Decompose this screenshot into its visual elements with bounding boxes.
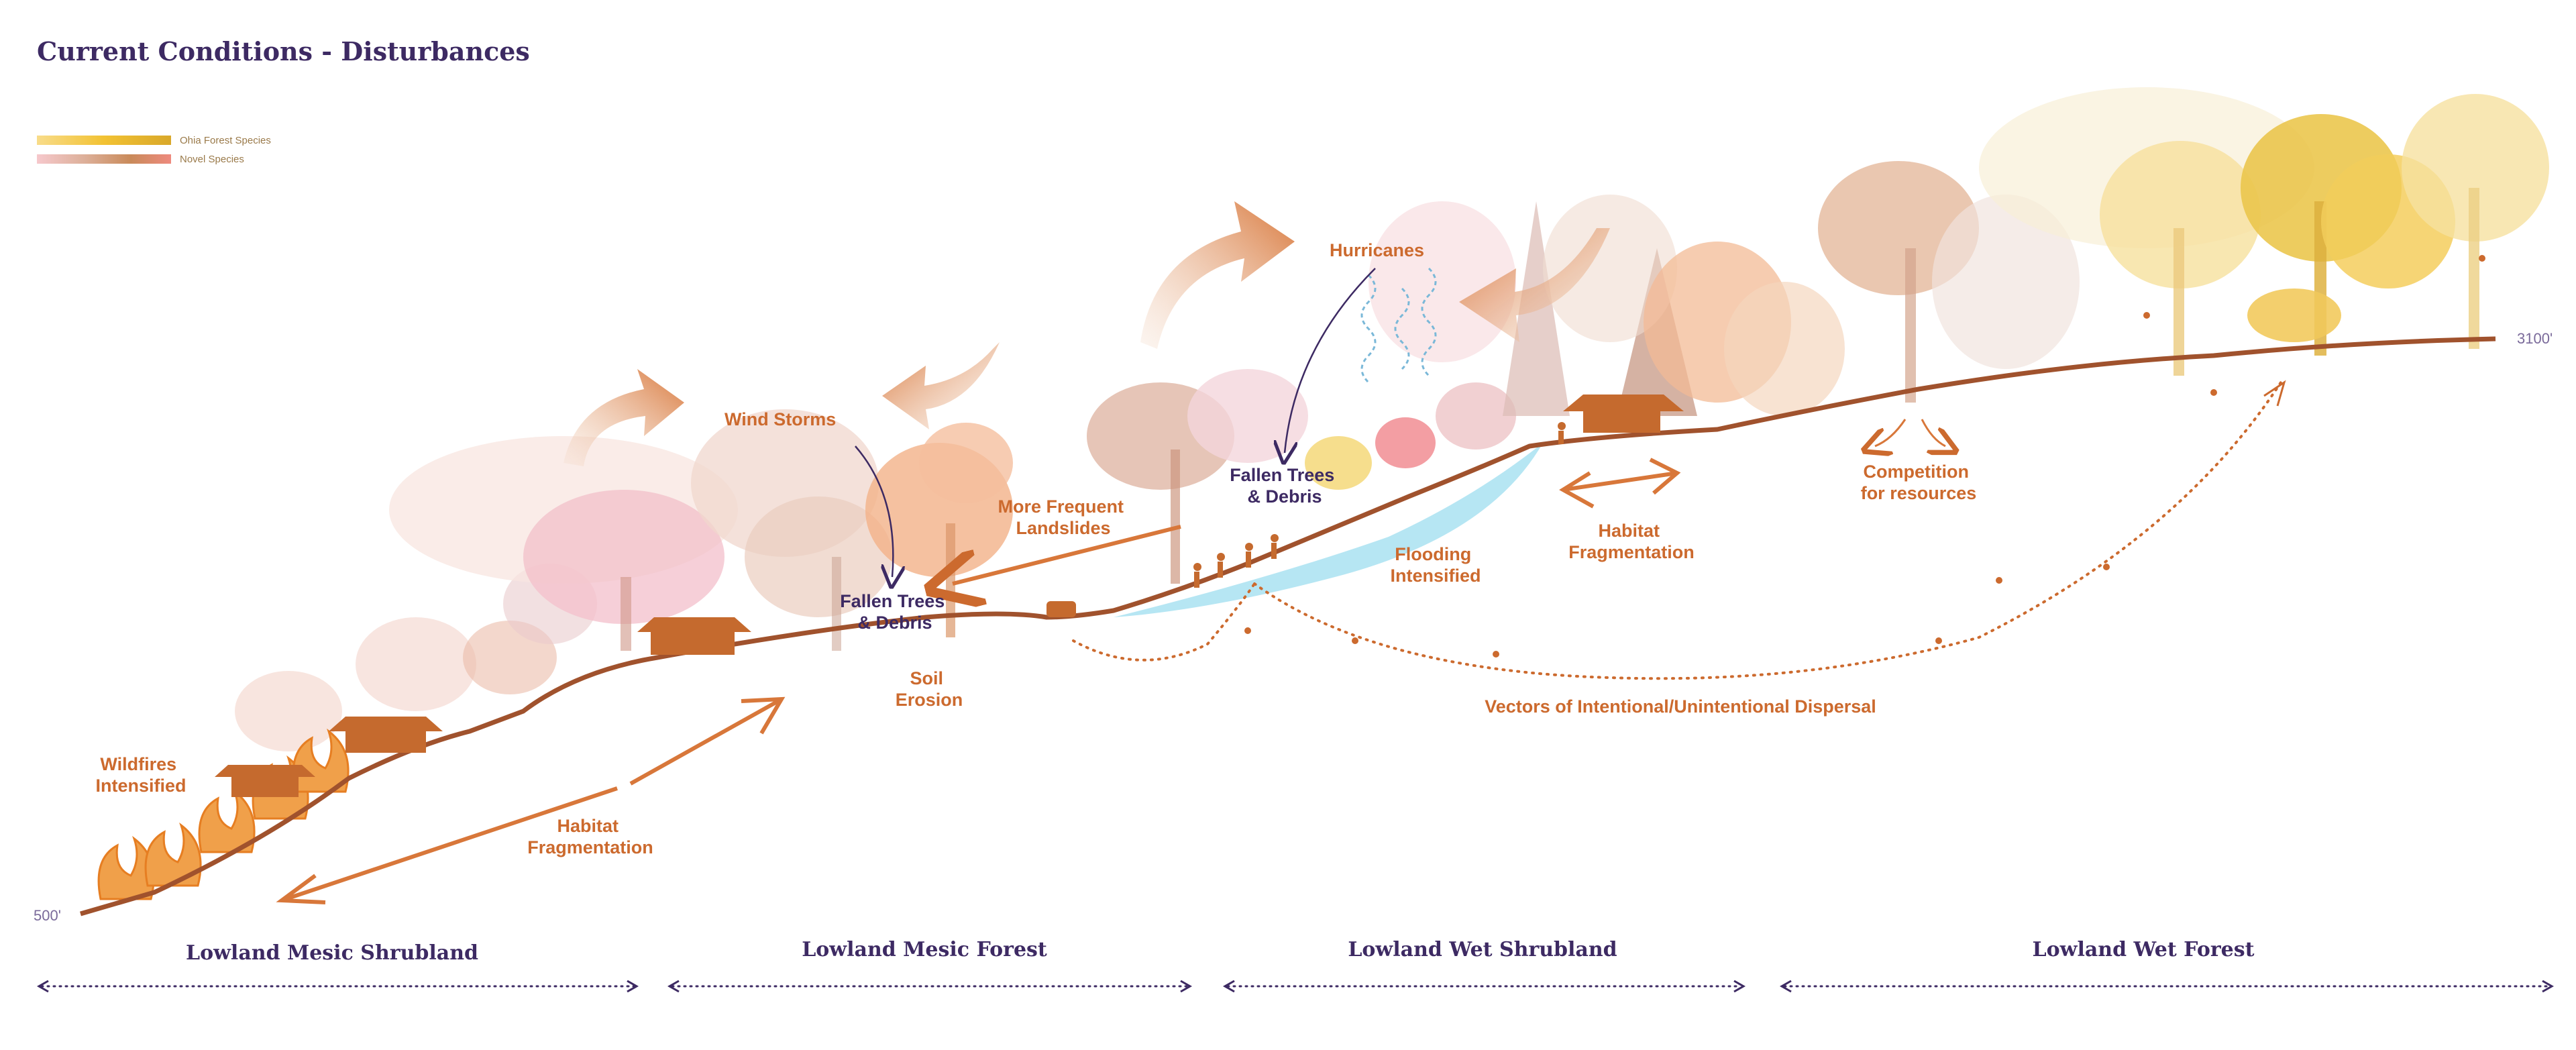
label-wind-storms: Wind Storms: [724, 409, 836, 429]
label-soil-erosion: Soil Erosion: [896, 668, 963, 710]
label-habitat-fragmentation-left: Habitat Fragmentation: [527, 816, 653, 857]
label-flooding: Flooding Intensified: [1390, 544, 1481, 586]
arrow-landslide: [953, 525, 1181, 584]
dispersal-arrowhead: [2263, 380, 2286, 407]
label-wildfires: Wildfires Intensified: [95, 754, 186, 796]
zone-label-mesic-forest: Lowland Mesic Forest: [802, 938, 1047, 961]
label-vectors-dispersal: Vectors of Intentional/Unintentional Dis…: [1485, 696, 1876, 717]
legend: Ohia Forest Species Novel Species: [37, 135, 271, 165]
legend-label-novel: Novel Species: [180, 154, 244, 165]
page-title: Current Conditions - Disturbances: [37, 36, 530, 66]
label-landslides: More Frequent Landslides: [998, 496, 1128, 538]
habitat-fragmentation-arrow-right: [1559, 458, 1681, 509]
elevation-low-label: 500': [34, 907, 61, 924]
legend-swatch-novel: [37, 154, 171, 164]
label-hurricanes: Hurricanes: [1330, 240, 1424, 260]
label-fallen-trees-left: Fallen Trees & Debris: [840, 591, 950, 633]
zone-bands: Lowland Mesic Shrubland Lowland Mesic Fo…: [36, 938, 2555, 993]
house-icon: [215, 395, 1684, 797]
car-icon: [1046, 601, 1076, 617]
zone-label-mesic-shrubland: Lowland Mesic Shrubland: [186, 941, 478, 965]
zone-label-wet-forest: Lowland Wet Forest: [2033, 938, 2255, 961]
legend-label-ohia: Ohia Forest Species: [180, 135, 271, 146]
zone-label-wet-shrubland: Lowland Wet Shrubland: [1348, 938, 1617, 961]
label-competition: Competition for resources: [1861, 462, 1977, 503]
dispersal-dots: [1244, 255, 2485, 658]
rain-icons: [1360, 267, 1437, 384]
legend-swatch-ohia: [37, 136, 171, 145]
vegetation: [235, 87, 2549, 751]
label-fallen-trees-right: Fallen Trees & Debris: [1230, 465, 1340, 507]
arrow-windstorm-to-fallen: [855, 445, 893, 577]
arrow-hurricane-to-fallen: [1285, 268, 1376, 453]
hiker-icons: [1193, 422, 1566, 588]
habitat-fragmentation-arrow-left: [276, 696, 786, 904]
dispersal-vector-path: [1072, 381, 2282, 680]
terrain-profile: [80, 336, 2496, 916]
competition-arrows: [1875, 419, 1945, 446]
label-habitat-fragmentation-right: Habitat Fragmentation: [1568, 521, 1695, 562]
elevation-high-label: 3100': [2517, 330, 2553, 347]
wind-arrows: [564, 201, 1610, 466]
